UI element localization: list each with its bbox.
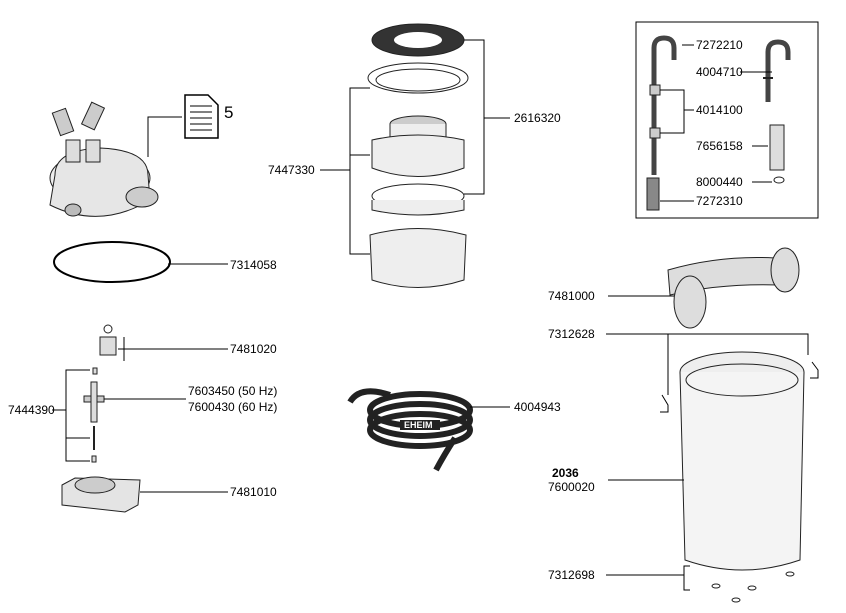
canister-drawing bbox=[660, 351, 819, 603]
part-number-canister: 7600020 bbox=[548, 480, 595, 494]
part-number-impeller-set: 7444390 bbox=[8, 403, 55, 417]
part-number-pump-head-group: 7447330 bbox=[268, 163, 315, 177]
part-number-foam-top: 2616320 bbox=[514, 111, 561, 125]
intake-parts-drawing bbox=[646, 35, 791, 211]
manual-reference-number: 5 bbox=[224, 103, 234, 122]
part-number-feet: 7312698 bbox=[548, 568, 595, 582]
part-number-intake-tube: 7272210 bbox=[696, 38, 743, 52]
part-number-handle: 7481000 bbox=[548, 289, 595, 303]
impeller-parts-drawing bbox=[61, 324, 141, 513]
part-number-connector-valve: 7656158 bbox=[696, 139, 743, 153]
part-number-motor-base: 7481010 bbox=[230, 485, 277, 499]
part-number-impeller-60hz: 7600430 (60 Hz) bbox=[188, 400, 278, 414]
hose-brand-logo: EHEIM bbox=[404, 420, 433, 430]
part-number-strainer: 7272310 bbox=[696, 194, 743, 208]
handle-drawing bbox=[667, 247, 800, 329]
hose-coil-drawing bbox=[347, 388, 473, 472]
part-number-small-oring: 8000440 bbox=[696, 175, 743, 189]
part-number-impeller-50hz: 7603450 (50 Hz) bbox=[188, 384, 278, 398]
part-number-gasket: 7314058 bbox=[230, 258, 277, 272]
part-number-suction-cups: 4014100 bbox=[696, 103, 743, 117]
part-number-clips: 7312628 bbox=[548, 327, 595, 341]
part-number-impeller-cover: 7481020 bbox=[230, 342, 277, 356]
pump-head-drawing bbox=[49, 101, 171, 283]
part-number-hose: 4004943 bbox=[514, 400, 561, 414]
canister-model-number: 2036 bbox=[552, 466, 579, 480]
manual-document-icon bbox=[184, 94, 219, 139]
part-number-spray-bar: 4004710 bbox=[696, 65, 743, 79]
filter-stack-drawing bbox=[367, 23, 469, 288]
